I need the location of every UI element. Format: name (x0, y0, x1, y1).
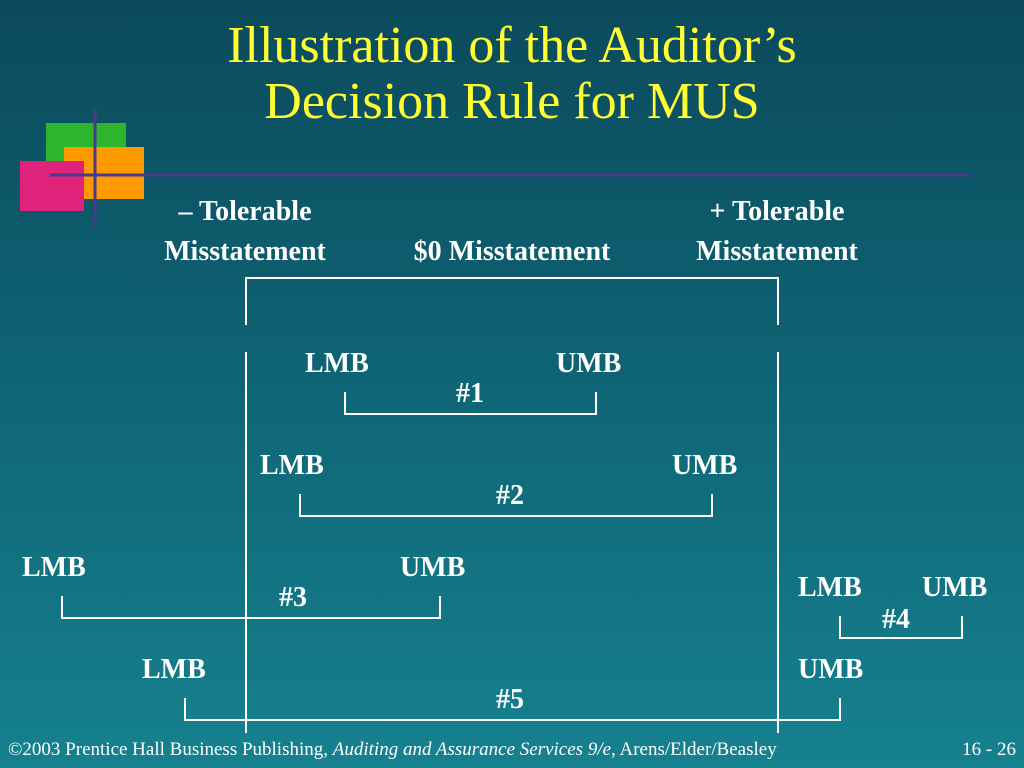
case-1-lmb-label: LMB (305, 348, 369, 379)
case-1-umb-label: UMB (556, 348, 622, 379)
case-2-number: #2 (496, 480, 524, 511)
case-3-number: #3 (279, 582, 307, 613)
pos-tolerable-line1: + Tolerable (709, 196, 845, 227)
magenta-square (20, 161, 84, 211)
neg-tolerable-line2: Misstatement (164, 236, 326, 267)
case-3-bracket (61, 596, 441, 619)
case-2-lmb-label: LMB (260, 450, 324, 481)
case-4-lmb-label: LMB (798, 572, 862, 603)
neg-tolerable-misstatement-header: – Tolerable Misstatement (140, 192, 350, 272)
case-5-umb-label: UMB (798, 654, 864, 685)
case-4-bracket (839, 616, 963, 639)
case-2-umb-label: UMB (672, 450, 738, 481)
footer-page-number: 16 - 26 (962, 739, 1016, 760)
slide-footer: ©2003 Prentice Hall Business Publishing,… (8, 736, 1016, 764)
tolerable-range-top-bracket (245, 277, 779, 325)
slide-title: Illustration of the Auditor’s Decision R… (0, 18, 1024, 130)
footer-authors: Arens/Elder/Beasley (615, 739, 777, 760)
case-5-lmb-label: LMB (142, 654, 206, 685)
case-3-lmb-label: LMB (22, 552, 86, 583)
footer-book-title: Auditing and Assurance Services 9/e, (332, 739, 616, 760)
zero-misstatement-header: $0 Misstatement (413, 236, 611, 267)
pos-tolerable-line2: Misstatement (696, 236, 858, 267)
case-2-bracket (299, 494, 713, 517)
case-5-bracket (184, 698, 841, 721)
case-5-number: #5 (496, 684, 524, 715)
neg-tolerable-line1: – Tolerable (178, 196, 312, 227)
slide-title-line1: Illustration of the Auditor’s (227, 17, 797, 74)
case-1-number: #1 (456, 378, 484, 409)
case-4-umb-label: UMB (922, 572, 988, 603)
slide-title-line2: Decision Rule for MUS (264, 73, 760, 130)
case-1-bracket (344, 392, 597, 415)
case-4-number: #4 (882, 604, 910, 635)
footer-copyright: ©2003 Prentice Hall Business Publishing, (8, 739, 333, 760)
pos-tolerable-misstatement-header: + Tolerable Misstatement (672, 192, 882, 272)
case-3-umb-label: UMB (400, 552, 466, 583)
